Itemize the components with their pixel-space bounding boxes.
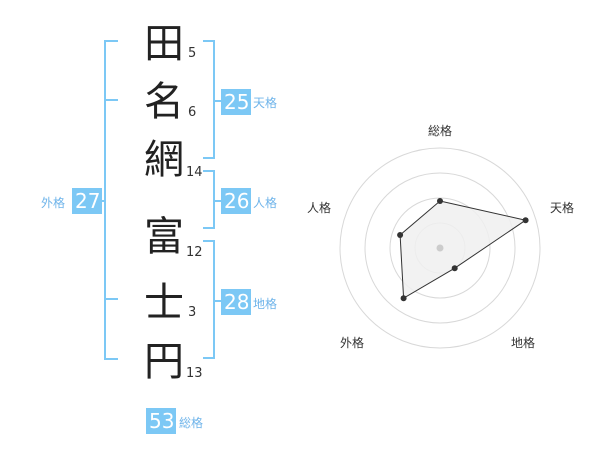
name-char-3: 網 xyxy=(144,137,184,183)
tenkaku-label: 天格 xyxy=(253,96,278,110)
chikaku-bracket xyxy=(213,240,215,358)
radar-point-2 xyxy=(522,217,529,224)
jinkaku-bracket-connector xyxy=(213,200,221,202)
name-char-6: 円 xyxy=(144,339,184,385)
jinkaku-bracket xyxy=(213,170,215,228)
radar-axis-label-gaikaku: 外格 xyxy=(340,336,365,350)
tenkaku-bracket-tick xyxy=(203,157,215,159)
tenkaku-value: 25 xyxy=(221,89,251,115)
jinkaku-bracket-tick xyxy=(203,170,215,172)
stroke-count-1: 5 xyxy=(188,46,197,61)
chikaku-bracket-tick xyxy=(203,240,215,242)
radar-ring xyxy=(339,147,541,349)
tenkaku-bracket-connector xyxy=(213,100,221,102)
chikaku-bracket-connector xyxy=(213,300,221,302)
radar-point-4 xyxy=(400,295,407,302)
stroke-count-2: 6 xyxy=(188,105,197,120)
tenkaku-bracket xyxy=(213,40,215,158)
gaikaku-value: 27 xyxy=(72,188,102,214)
radar-ring xyxy=(364,172,516,324)
gaikaku-bracket-tick xyxy=(104,99,118,101)
gaikaku-bracket xyxy=(104,40,106,360)
stroke-count-6: 13 xyxy=(186,366,203,381)
radar-point-3 xyxy=(451,265,458,272)
radar-axis-label-soukaku: 総格 xyxy=(428,124,453,138)
radar-point-5 xyxy=(397,232,404,238)
stroke-count-4: 12 xyxy=(186,245,203,260)
stroke-count-5: 3 xyxy=(188,305,197,320)
radar-polygon xyxy=(399,200,527,300)
radar-axis-label-tenkaku: 天格 xyxy=(550,201,575,215)
radar-axis-label-chikaku: 地格 xyxy=(511,336,536,350)
jinkaku-value: 26 xyxy=(221,188,251,214)
name-char-1: 田 xyxy=(144,21,184,67)
gaikaku-bracket-tick xyxy=(104,358,118,360)
chikaku-value: 28 xyxy=(221,289,251,315)
name-char-4: 富 xyxy=(144,214,184,260)
soukaku-value: 53 xyxy=(146,408,176,434)
jinkaku-bracket-tick xyxy=(203,227,215,229)
name-char-5: 士 xyxy=(144,280,184,326)
chikaku-label: 地格 xyxy=(253,297,278,311)
radar-axis-label-jinkaku: 人格 xyxy=(307,201,332,215)
stroke-count-3: 14 xyxy=(186,165,203,180)
tenkaku-bracket-tick xyxy=(203,40,215,42)
radar-center-dot xyxy=(436,244,444,252)
name-char-2: 名 xyxy=(144,79,184,125)
gaikaku-bracket-tick xyxy=(104,40,118,42)
jinkaku-label: 人格 xyxy=(253,196,278,210)
soukaku-label: 総格 xyxy=(179,416,204,430)
gaikaku-label: 外格 xyxy=(41,196,66,210)
chikaku-bracket-tick xyxy=(203,357,215,359)
gaikaku-bracket-tick xyxy=(104,298,118,300)
radar-point-1 xyxy=(437,198,443,204)
